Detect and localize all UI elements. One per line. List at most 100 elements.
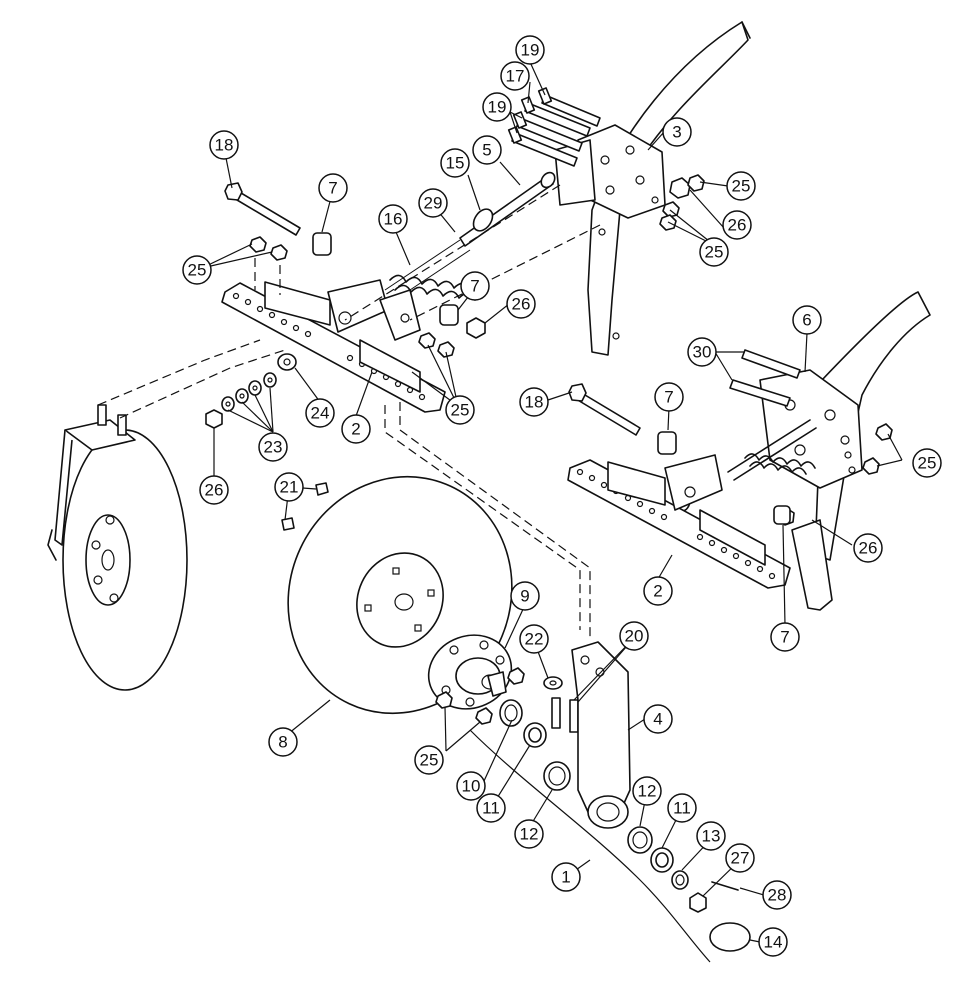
callout-12: 12	[514, 819, 544, 849]
callout-5: 5	[472, 135, 502, 165]
callout-20: 20	[619, 621, 649, 651]
nuts-upper-right	[659, 174, 705, 231]
plate-upper	[221, 279, 446, 413]
nuts-plate-upper	[249, 236, 455, 358]
bearing-group-right	[627, 826, 751, 952]
callout-label: 19	[521, 41, 540, 60]
callout-7: 7	[318, 173, 348, 203]
callout-circle	[472, 135, 502, 165]
callout-circle	[378, 204, 408, 234]
callout-circle	[726, 171, 756, 201]
callout-label: 28	[768, 886, 787, 905]
callout-label: 25	[918, 454, 937, 473]
callout-25: 25	[912, 448, 942, 478]
callout-circle	[519, 387, 549, 417]
callout-label: 17	[506, 67, 525, 86]
callout-circle	[758, 927, 788, 957]
callout-circle	[853, 533, 883, 563]
callout-label: 30	[693, 343, 712, 362]
bushing-7-upper	[312, 232, 332, 256]
callout-11: 11	[667, 793, 697, 823]
callout-circle	[662, 117, 692, 147]
callout-label: 29	[424, 194, 443, 213]
callout-label: 11	[673, 799, 691, 818]
callout-circle	[643, 576, 673, 606]
callout-label: 13	[702, 827, 721, 846]
callout-circle	[268, 727, 298, 757]
callout-circle	[274, 472, 304, 502]
callout-label: 7	[664, 388, 673, 407]
callout-3: 3	[662, 117, 692, 147]
callout-circle	[209, 130, 239, 160]
callout-22: 22	[519, 624, 549, 654]
callout-label: 26	[728, 216, 747, 235]
callout-circle	[445, 395, 475, 425]
callout-label: 10	[462, 777, 481, 796]
callout-circle	[414, 745, 444, 775]
callout-28: 28	[762, 880, 792, 910]
callout-label: 9	[520, 587, 529, 606]
callout-label: 4	[653, 710, 662, 729]
spring-assembly-upper	[384, 171, 556, 301]
callout-circle	[515, 35, 545, 65]
callout-circle	[440, 148, 470, 178]
callout-label: 25	[451, 401, 470, 420]
callout-circle	[460, 271, 490, 301]
callout-25: 25	[699, 237, 729, 267]
callout-label: 25	[420, 751, 439, 770]
plate-upper-holes	[232, 292, 426, 401]
callout-label: 12	[638, 782, 657, 801]
bolts-upper	[507, 87, 601, 167]
callout-label: 24	[311, 404, 330, 423]
callout-19: 19	[482, 92, 512, 122]
callout-10: 10	[456, 771, 486, 801]
callout-label: 11	[482, 799, 500, 818]
bolts-30	[729, 349, 801, 407]
callout-1: 1	[551, 862, 581, 892]
callout-18: 18	[519, 387, 549, 417]
bushing-7-right	[773, 505, 791, 525]
callout-29: 29	[418, 188, 448, 218]
callout-23: 23	[258, 432, 288, 462]
callout-30: 30	[687, 337, 717, 367]
plate-lower	[567, 454, 791, 589]
callout-label: 6	[802, 311, 811, 330]
nut-25-hub-a	[435, 691, 453, 709]
callout-26: 26	[853, 533, 883, 563]
callout-label: 8	[278, 733, 287, 752]
callout-27: 27	[725, 843, 755, 873]
bearing-group-left	[499, 699, 571, 791]
callout-6: 6	[792, 305, 822, 335]
callout-circle	[912, 448, 942, 478]
callout-label: 16	[384, 210, 403, 229]
bolts-20	[551, 697, 579, 733]
callout-circle	[341, 414, 371, 444]
callout-label: 12	[520, 825, 539, 844]
callout-7: 7	[460, 271, 490, 301]
callout-label: 25	[705, 243, 724, 262]
bolt-18-upper	[224, 182, 301, 236]
nut-25-hub-c	[507, 667, 525, 685]
callout-circle	[770, 622, 800, 652]
callout-16: 16	[378, 204, 408, 234]
callout-18: 18	[209, 130, 239, 160]
callout-7: 7	[654, 382, 684, 412]
callout-circle	[500, 61, 530, 91]
callout-circle	[519, 624, 549, 654]
callout-circle	[506, 289, 536, 319]
callout-label: 25	[732, 177, 751, 196]
bushing-7-lower	[657, 431, 677, 455]
callout-label: 7	[780, 628, 789, 647]
callout-label: 23	[264, 438, 283, 457]
callout-2: 2	[643, 576, 673, 606]
callout-circle	[696, 821, 726, 851]
callout-circle	[476, 793, 506, 823]
callout-label: 5	[482, 141, 491, 160]
callout-label: 18	[525, 393, 544, 412]
callout-circle	[456, 771, 486, 801]
callout-14: 14	[758, 927, 788, 957]
callout-26: 26	[506, 289, 536, 319]
callout-12: 12	[632, 776, 662, 806]
callout-circle	[725, 843, 755, 873]
